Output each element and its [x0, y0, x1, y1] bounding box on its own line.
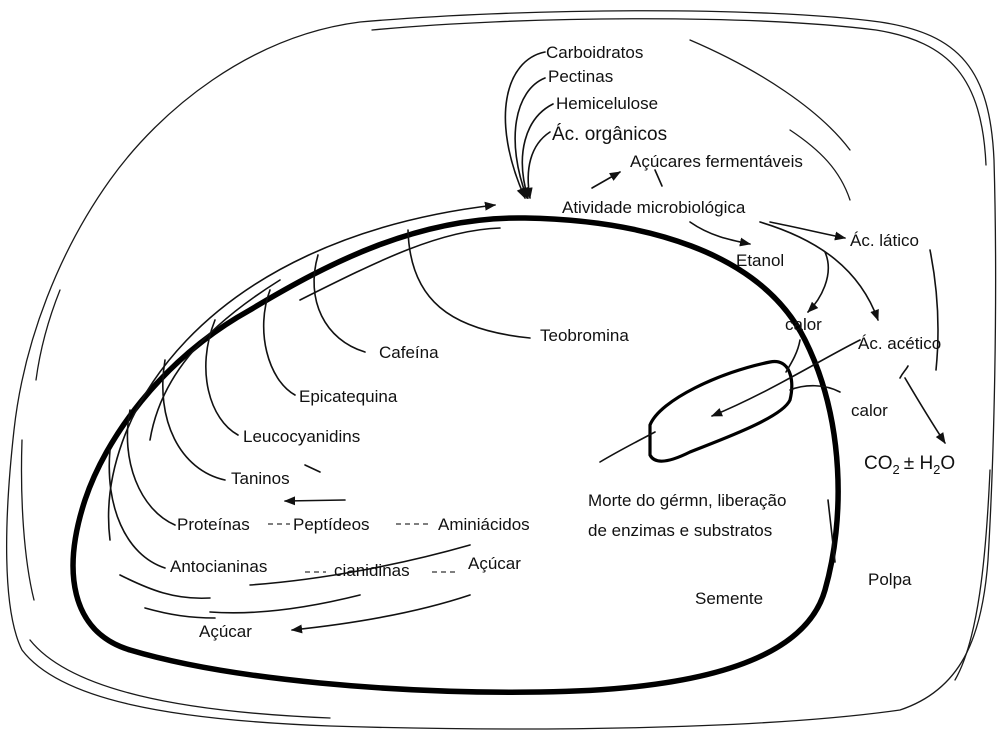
- pulp-outline: [7, 11, 996, 729]
- label-carboidratos: Carboidratos: [546, 43, 643, 62]
- seed-outline: [73, 218, 838, 692]
- co2-subscript: 2: [893, 462, 900, 477]
- label-co2-h2o: CO2± H2O: [864, 453, 955, 477]
- label-acucar-2: Açúcar: [199, 622, 252, 641]
- label-atividade-microbiologica: Atividade microbiológica: [562, 198, 746, 217]
- label-peptideos: Peptídeos: [293, 515, 370, 534]
- label-polpa: Polpa: [868, 570, 912, 589]
- carb-arrows: [505, 52, 553, 198]
- label-calor-1: calor: [785, 315, 822, 334]
- label-hemicelulose: Hemicelulose: [556, 94, 658, 113]
- label-ac-latico: Ác. lático: [850, 231, 919, 250]
- label-ac-acetico: Ác. acético: [858, 334, 941, 353]
- o-text: O: [940, 453, 955, 474]
- label-leucocyanidins: Leucocyanidins: [243, 427, 360, 446]
- label-calor-2: calor: [851, 401, 888, 420]
- label-semente: Semente: [695, 589, 763, 608]
- label-etanol: Etanol: [736, 251, 784, 270]
- label-teobromina: Teobromina: [540, 326, 629, 345]
- label-epicatequina: Epicatequina: [299, 387, 398, 406]
- label-morte-line1: Morte do gérmn, liberação: [588, 491, 786, 510]
- label-aminiacidos: Aminiácidos: [438, 515, 530, 534]
- label-cafeina: Cafeína: [379, 343, 439, 362]
- label-pectinas: Pectinas: [548, 67, 613, 86]
- h2o-subscript: 2: [933, 462, 940, 477]
- label-taninos: Taninos: [231, 469, 290, 488]
- label-cianidinas: cianidinas: [334, 561, 410, 580]
- co2-text: CO: [864, 453, 893, 474]
- label-morte-line2: de enzimas e substratos: [588, 521, 772, 540]
- label-proteinas: Proteínas: [177, 515, 250, 534]
- pm-h-text: ± H: [904, 453, 933, 474]
- label-ac-organicos: Ác. orgânicos: [552, 124, 667, 145]
- label-antocianinas: Antocianinas: [170, 557, 267, 576]
- label-acucar-1: Açúcar: [468, 554, 521, 573]
- label-acucares-fermentaveis: Açúcares fermentáveis: [630, 152, 803, 171]
